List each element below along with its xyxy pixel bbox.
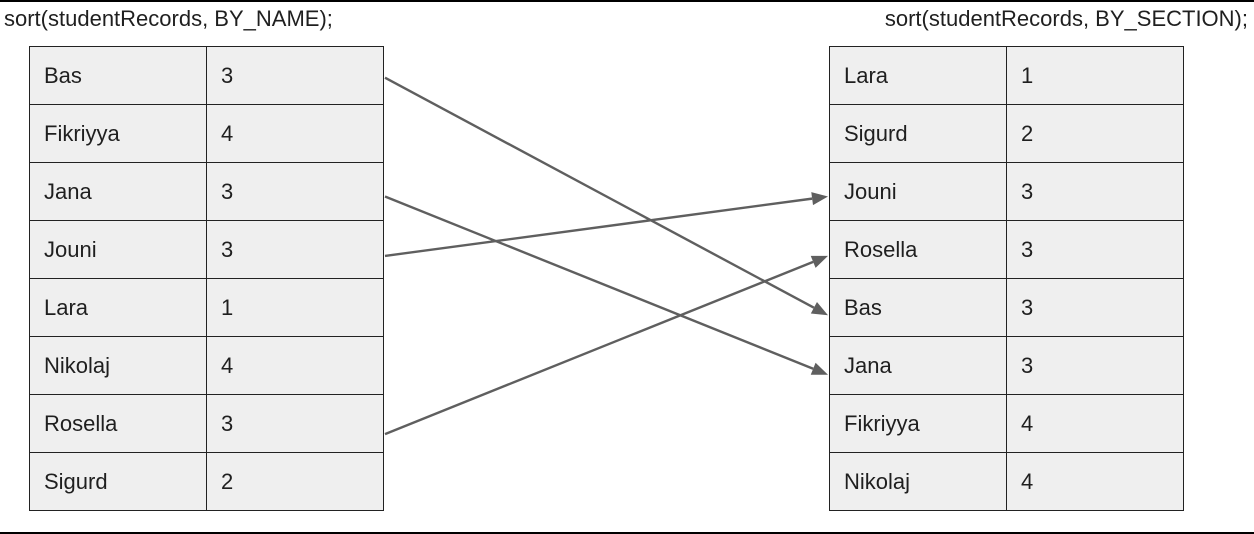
arrow-bas	[384, 76, 815, 309]
section-cell: 3	[1006, 336, 1184, 395]
section-cell: 1	[1006, 46, 1184, 105]
name-cell: Rosella	[29, 394, 207, 453]
arrowhead-jana	[810, 362, 828, 375]
section-cell: 3	[1006, 220, 1184, 279]
name-cell: Fikriyya	[29, 104, 207, 163]
top-rule	[0, 0, 1254, 2]
arrow-jouni	[384, 197, 813, 258]
section-cell: 3	[206, 162, 384, 221]
name-cell: Sigurd	[29, 452, 207, 511]
code-sort-by-name: sort(studentRecords, BY_NAME);	[4, 6, 333, 31]
section-cell: 4	[206, 104, 384, 163]
name-cell: Jouni	[829, 162, 1007, 221]
name-cell: Bas	[29, 46, 207, 105]
name-cell: Lara	[29, 278, 207, 337]
name-cell: Lara	[829, 46, 1007, 105]
arrow-rosella	[384, 260, 814, 436]
code-sort-by-section: sort(studentRecords, BY_SECTION);	[884, 6, 1248, 31]
name-cell: Rosella	[829, 220, 1007, 279]
section-cell: 3	[206, 220, 384, 279]
name-cell: Fikriyya	[829, 394, 1007, 453]
section-cell: 4	[1006, 394, 1184, 453]
arrowhead-rosella	[810, 255, 828, 268]
section-cell: 3	[206, 46, 384, 105]
arrowhead-jouni	[811, 192, 828, 206]
arrow-jana	[384, 195, 814, 370]
name-cell: Sigurd	[829, 104, 1007, 163]
name-cell: Nikolaj	[29, 336, 207, 395]
section-cell: 2	[206, 452, 384, 511]
name-cell: Jana	[29, 162, 207, 221]
section-cell: 4	[1006, 452, 1184, 511]
name-cell: Bas	[829, 278, 1007, 337]
arrowhead-bas	[810, 302, 828, 316]
bottom-rule	[0, 532, 1254, 534]
section-cell: 3	[1006, 278, 1184, 337]
section-cell: 4	[206, 336, 384, 395]
